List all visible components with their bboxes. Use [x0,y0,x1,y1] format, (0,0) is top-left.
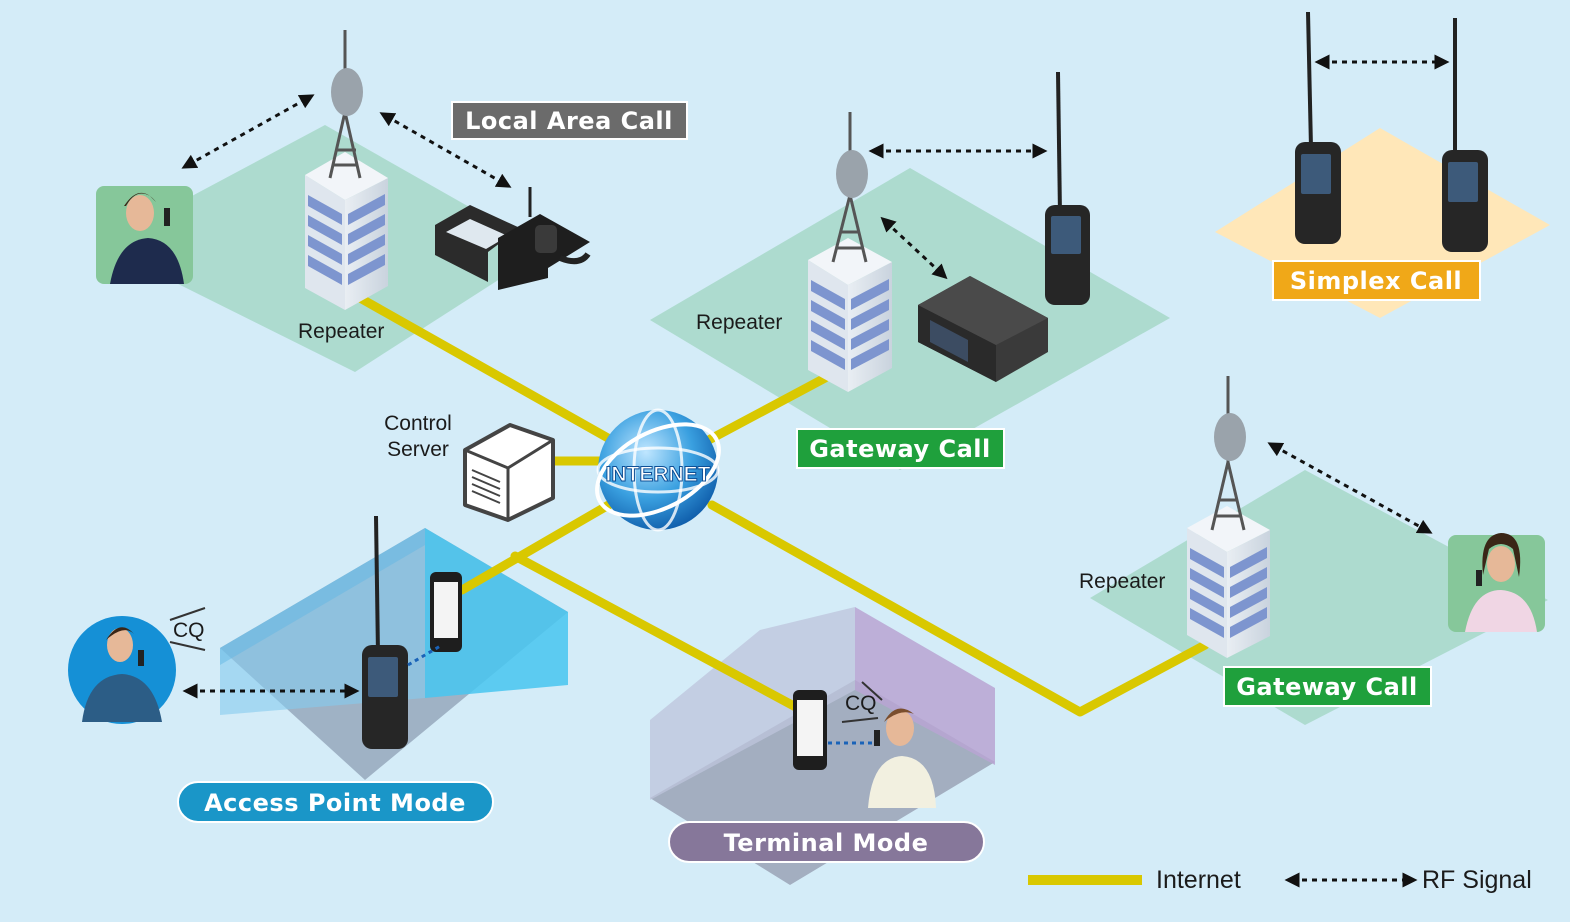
control-server-label-line1: Control [384,412,452,435]
access-point-mode-tag: Access Point Mode [177,781,494,823]
local-area-call-tag: Local Area Call [451,101,688,140]
smartphone-access-point [430,572,462,652]
gateway-call-tag-right: Gateway Call [1223,666,1432,707]
person-terminal-user-icon [868,708,936,808]
handheld-radio-simplex-right [1442,18,1488,252]
handheld-radio-center [1045,71,1090,305]
local-area-call-label: Local Area Call [465,107,673,135]
repeater-tower-left [305,30,388,310]
person-access-point-user-icon [68,616,176,724]
simplex-call-tag: Simplex Call [1272,260,1481,301]
terminal-mode-label: Terminal Mode [724,829,929,857]
internet-globe-icon: INTERNET [595,408,721,532]
legend-rf-label: RF Signal [1422,866,1532,894]
control-server-label-line2: Server [387,438,449,461]
smartphone-terminal [793,690,827,770]
person-left-operator-icon [96,186,193,284]
gateway-call-center-label: Gateway Call [809,435,991,463]
base-station-icon [918,276,1048,382]
repeater-right-label: Repeater [1079,570,1165,593]
rf-signal-arrows [181,54,1450,699]
cq-right-label: CQ [845,692,877,715]
legend: Internet RF Signal [1028,866,1532,894]
legend-internet-label: Internet [1156,866,1241,894]
cq-left-label: CQ [173,619,205,642]
control-server-icon [463,423,555,522]
person-right-operator-icon [1448,533,1545,632]
repeater-left-label: Repeater [298,320,384,343]
globe-label: INTERNET [606,463,711,486]
repeater-center-label: Repeater [696,311,782,334]
simplex-call-label: Simplex Call [1290,267,1462,295]
access-point-mode-label: Access Point Mode [204,789,466,817]
mobile-radio-icon [435,187,591,290]
repeater-tower-center [808,112,892,392]
internet-links [355,293,1210,717]
zone-gateway-center [650,168,1170,470]
terminal-mode-tag: Terminal Mode [668,821,985,863]
gateway-call-tag-center: Gateway Call [796,428,1005,469]
gateway-call-right-label: Gateway Call [1236,673,1418,701]
handheld-radio-simplex-left [1295,11,1341,244]
repeater-tower-right [1187,376,1270,658]
handheld-radio-access-point [362,515,408,749]
